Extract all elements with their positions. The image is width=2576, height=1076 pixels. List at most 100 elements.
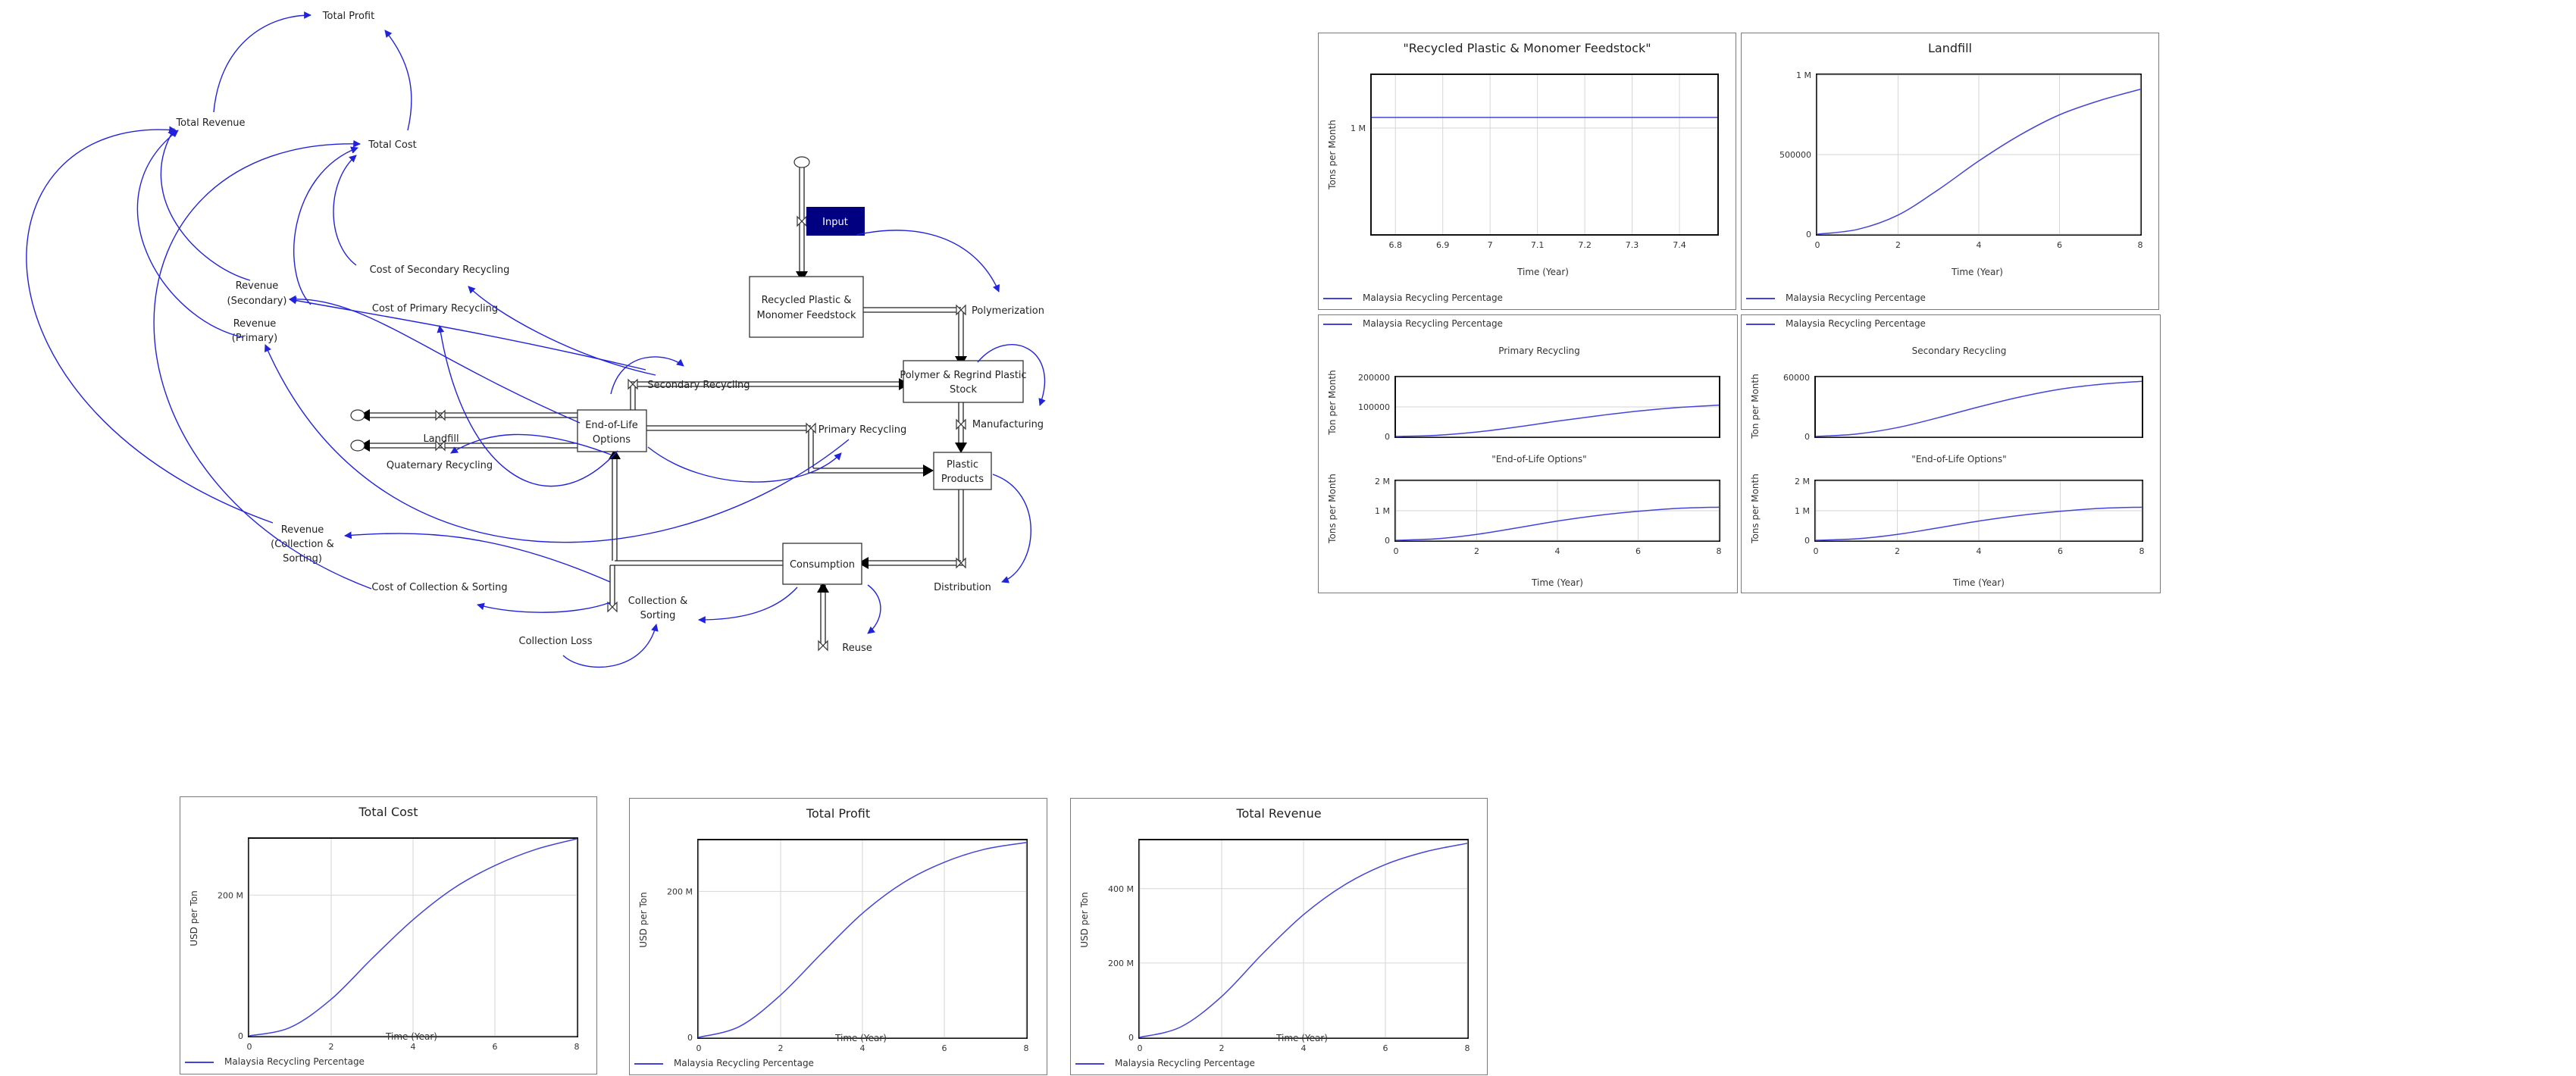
label-total-revenue[interactable]: Total Revenue — [175, 117, 245, 129]
x-tick-label: 0 — [1815, 240, 1820, 250]
label-distribution[interactable]: Distribution — [934, 582, 991, 593]
x-tick-label: 4 — [411, 1042, 416, 1052]
stock-recycled-feedstock[interactable] — [749, 276, 864, 338]
variable-labels: Total Profit Total Revenue Total Cost Co… — [175, 11, 1044, 654]
flow-pipes — [367, 167, 964, 646]
y-tick-label: 0 — [1806, 230, 1811, 239]
label-quaternary-recycling[interactable]: Quaternary Recycling — [387, 460, 493, 471]
y-tick-label: 2 M — [1795, 477, 1810, 486]
label-cost-collection[interactable]: Cost of Collection & Sorting — [371, 582, 507, 593]
chart-title: Secondary Recycling — [1911, 346, 2007, 356]
x-tick-label: 4 — [1301, 1043, 1307, 1053]
label-cost-primary[interactable]: Cost of Primary Recycling — [372, 303, 498, 314]
stock-label: Polymer & Regrind Plastic — [900, 370, 1026, 381]
input-button[interactable] — [806, 207, 865, 236]
x-tick-label: 0 — [1394, 546, 1399, 556]
stock-label: Stock — [950, 384, 977, 396]
label-revenue-primary[interactable]: (Primary) — [232, 333, 277, 344]
stock-plastic-products[interactable] — [933, 452, 992, 490]
legend-swatch — [1323, 297, 1352, 299]
legend-label: Malaysia Recycling Percentage — [674, 1058, 814, 1068]
legend: Malaysia Recycling Percentage — [1075, 1058, 1255, 1068]
series-line — [1139, 843, 1468, 1038]
y-tick-label: 1 M — [1351, 124, 1366, 133]
x-tick-label: 7.1 — [1531, 240, 1545, 250]
legend: Malaysia Recycling Percentage — [1746, 292, 1926, 303]
x-tick-label: 2 — [778, 1043, 784, 1053]
legend-swatch — [1323, 323, 1352, 325]
x-tick-label: 4 — [1977, 546, 1982, 556]
legend: Malaysia Recycling Percentage — [1746, 318, 1926, 329]
x-tick-label: 2 — [1895, 546, 1900, 556]
stock-polymer-regrind[interactable] — [903, 360, 1024, 403]
legend-label: Malaysia Recycling Percentage — [1786, 318, 1926, 329]
label-polymerization[interactable]: Polymerization — [972, 305, 1044, 317]
label-revenue-collection[interactable]: Revenue — [281, 524, 324, 536]
y-axis-label: Ton per Month — [1327, 370, 1338, 435]
label-manufacturing[interactable]: Manufacturing — [972, 419, 1044, 430]
legend-swatch — [1075, 1062, 1104, 1065]
stock-consumption[interactable] — [782, 543, 862, 585]
stock-label[interactable]: Sorting — [640, 610, 676, 621]
x-tick-label: 4 — [1977, 240, 1982, 250]
label-collection-loss[interactable]: Collection Loss — [519, 636, 593, 647]
label-revenue-primary[interactable]: Revenue — [233, 318, 277, 330]
label-total-profit[interactable]: Total Profit — [322, 11, 374, 22]
series-line — [249, 838, 577, 1037]
x-tick-label: 6 — [942, 1043, 947, 1053]
x-tick-label: 7.2 — [1578, 240, 1592, 250]
x-tick-label: 6 — [2058, 546, 2063, 556]
legend-label: Malaysia Recycling Percentage — [1363, 292, 1503, 303]
x-tick-label: 8 — [1024, 1043, 1029, 1053]
cloud-icons — [350, 156, 810, 452]
x-axis-label: Time (Year) — [1532, 577, 1583, 588]
stock-label[interactable]: Collection & — [628, 596, 688, 607]
series-line — [1395, 506, 1720, 541]
x-tick-label: 2 — [1474, 546, 1479, 556]
label-landfill[interactable]: Landfill — [423, 433, 459, 445]
label-reuse[interactable]: Reuse — [842, 643, 872, 654]
legend: Malaysia Recycling Percentage — [1323, 292, 1503, 303]
y-tick-label: 60000 — [1783, 373, 1810, 383]
y-axis-label: Tons per Month — [1327, 120, 1338, 189]
x-tick-label: 4 — [860, 1043, 865, 1053]
x-axis-label: Time (Year) — [1276, 1033, 1328, 1043]
input-button-label[interactable]: Input — [822, 217, 848, 228]
x-axis-label: Time (Year) — [1952, 267, 2003, 277]
label-revenue-collection[interactable]: Sorting) — [283, 553, 322, 565]
stock-label: Products — [941, 474, 984, 485]
chart-title: "End-of-Life Options" — [1491, 454, 1587, 464]
label-primary-recycling[interactable]: Primary Recycling — [818, 424, 907, 436]
label-revenue-collection[interactable]: (Collection & — [271, 539, 334, 550]
label-revenue-secondary[interactable]: (Secondary) — [227, 296, 287, 307]
label-total-cost[interactable]: Total Cost — [368, 139, 416, 151]
label-revenue-secondary[interactable]: Revenue — [236, 280, 279, 292]
chart-title: "Recycled Plastic & Monomer Feedstock" — [1403, 41, 1651, 55]
y-tick-label: 1 M — [1796, 70, 1811, 80]
panel-feedstock: "Recycled Plastic & Monomer Feedstock" T… — [1318, 33, 1736, 310]
stock-flow-diagram: Recycled Plastic & Monomer Feedstock Pol… — [26, 11, 1046, 668]
x-tick-label: 7.3 — [1626, 240, 1639, 250]
x-axis-label: Time (Year) — [1953, 577, 2005, 588]
y-tick-label: 0 — [1385, 536, 1390, 546]
y-tick-label: 200 M — [1108, 959, 1134, 968]
label-secondary-recycling[interactable]: Secondary Recycling — [647, 380, 750, 391]
y-tick-label: 0 — [1804, 536, 1810, 546]
y-axis-label: Tons per Month — [1327, 474, 1338, 543]
label-cost-secondary[interactable]: Cost of Secondary Recycling — [370, 264, 510, 276]
stock-end-of-life[interactable] — [577, 409, 647, 452]
